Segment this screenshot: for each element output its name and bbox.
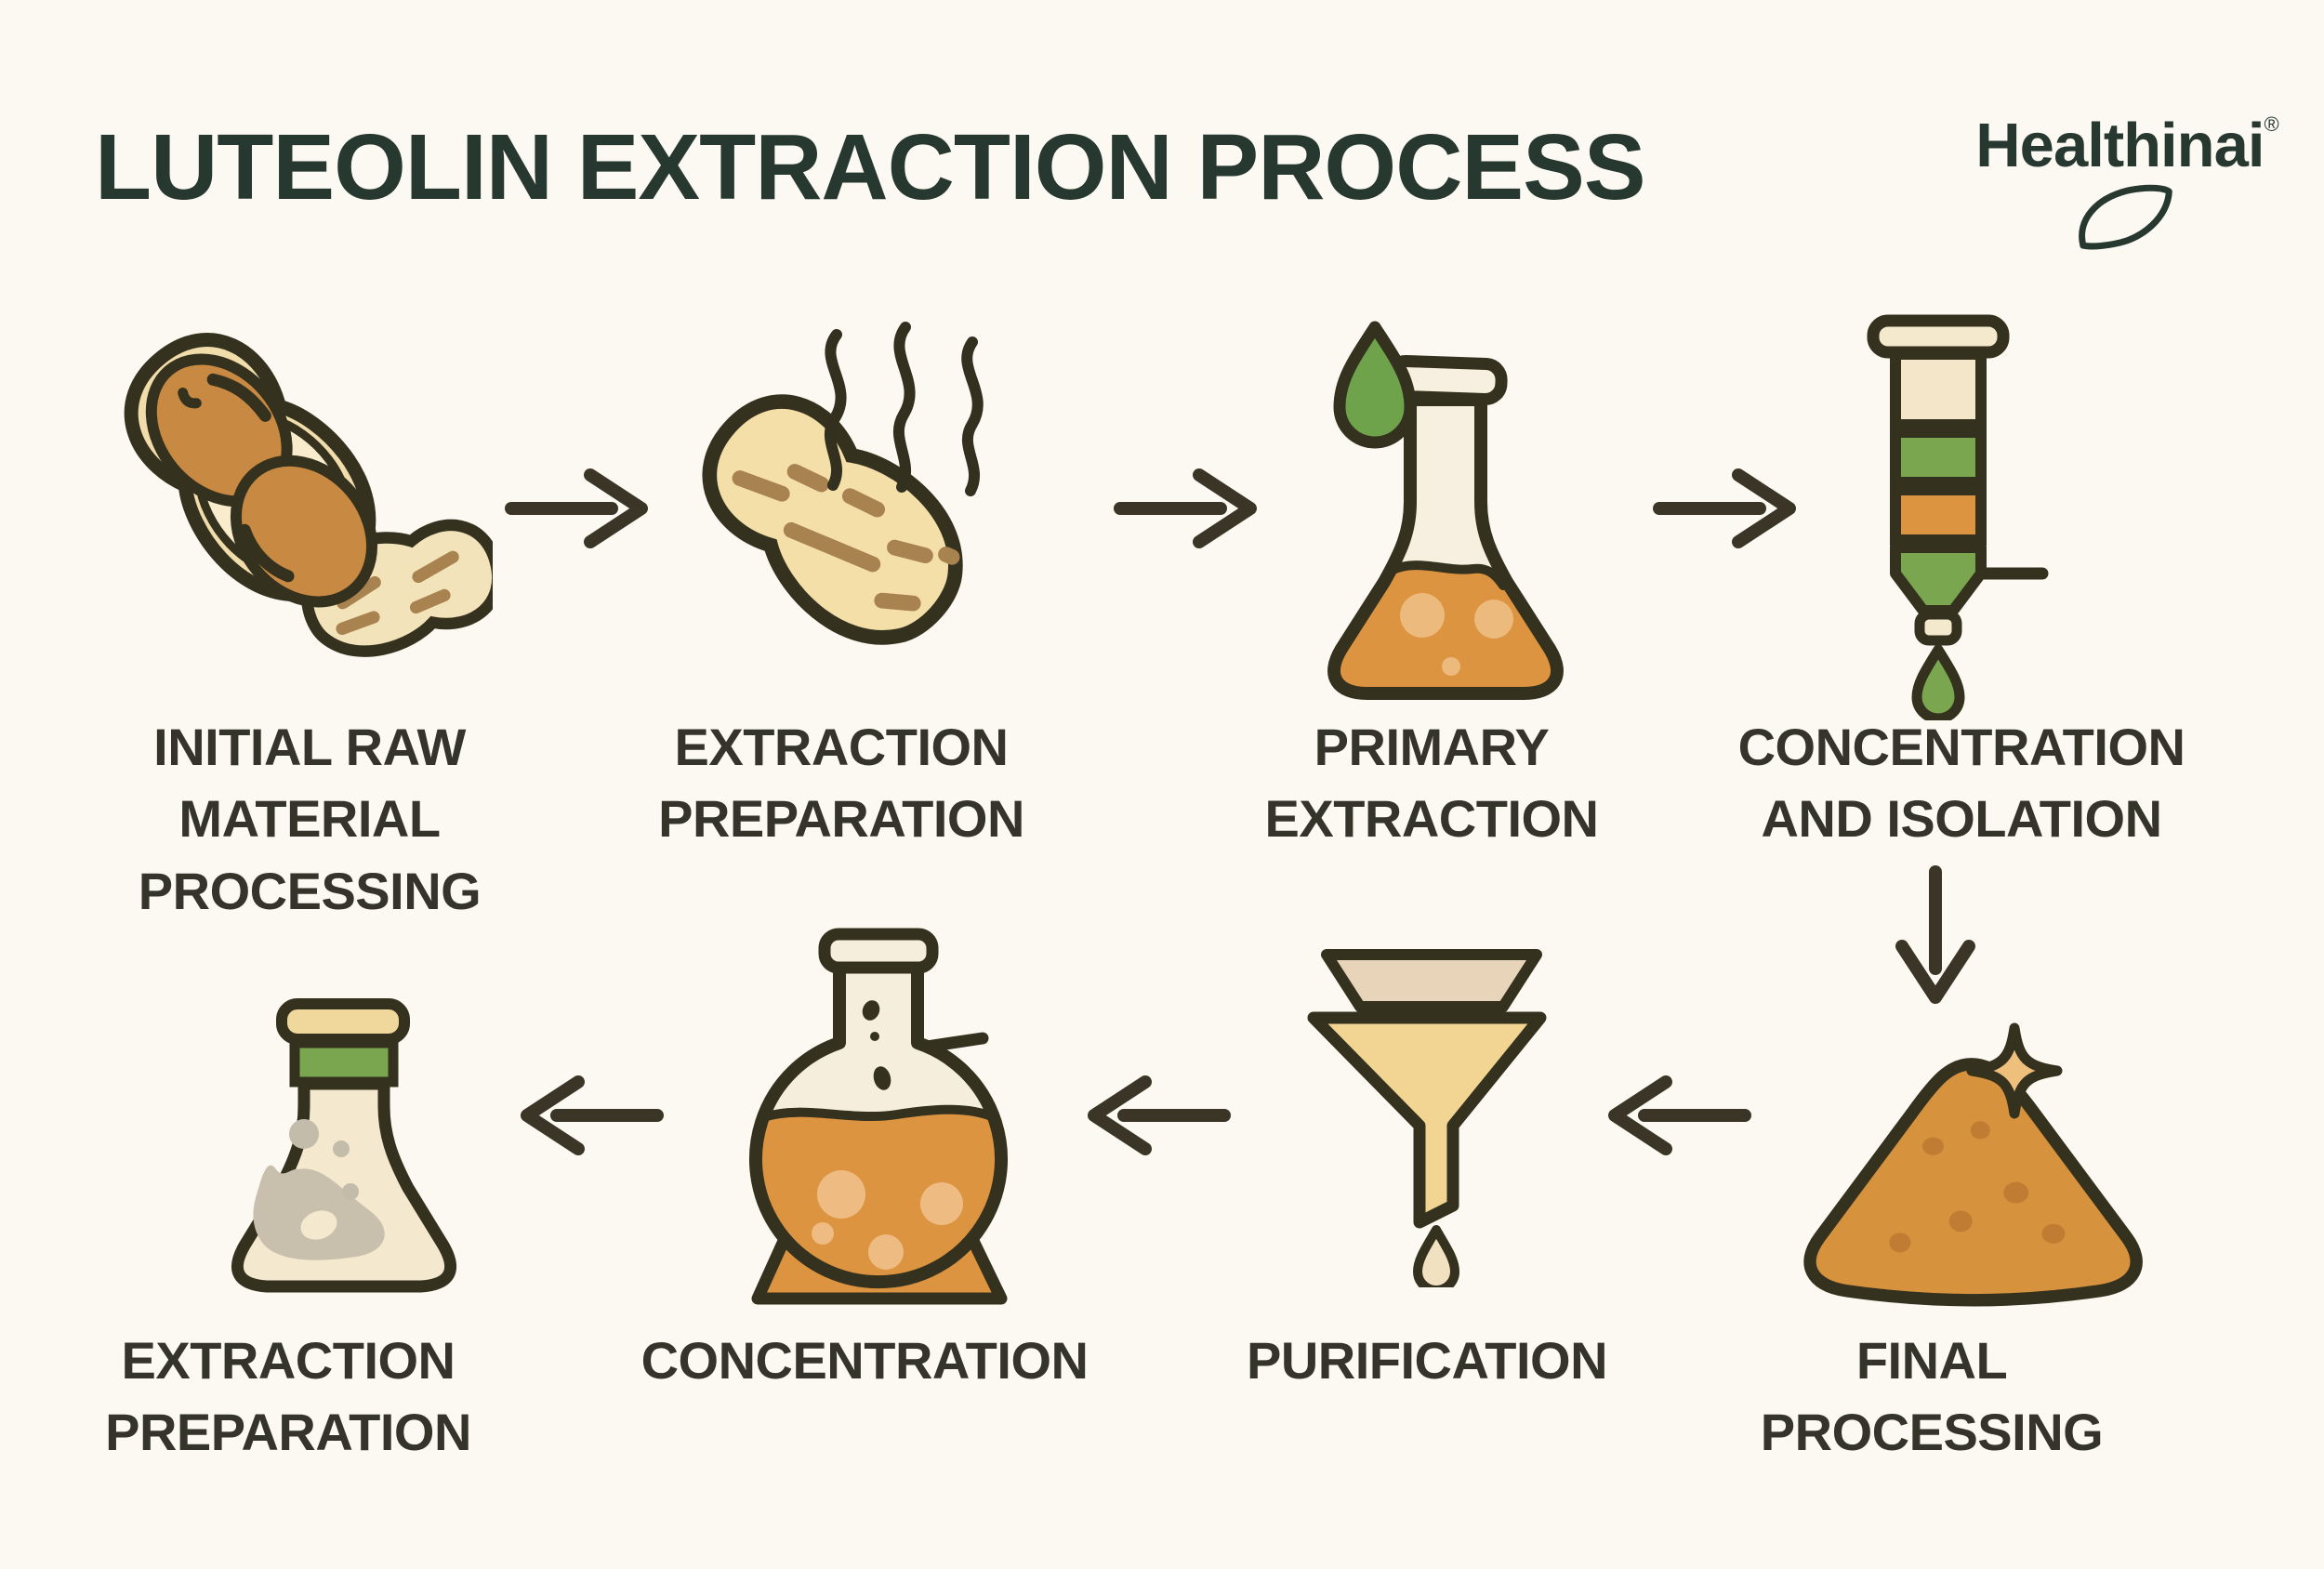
erlenmeyer-flask-green-droplet-icon bbox=[1327, 321, 1564, 700]
arrow-right-icon bbox=[1653, 468, 1796, 548]
step-label-concentration-and-isolation: CONCENTRATION AND ISOLATION bbox=[1737, 718, 2185, 849]
chromatography-column-droplet-icon bbox=[1867, 314, 2049, 720]
leaf-icon bbox=[2079, 184, 2172, 250]
step-label-primary-extraction: PRIMARY EXTRACTION bbox=[1264, 718, 1600, 849]
arrow-left-icon bbox=[1088, 1075, 1231, 1155]
step-label-final-processing: FINAL PROCESSING bbox=[1760, 1331, 2104, 1462]
brand-logo: Healthinai® bbox=[1941, 110, 2313, 252]
step-label-extraction-preparation-bottom: EXTRACTION PREPARATION bbox=[105, 1331, 471, 1462]
step-label-purification: PURIFICATION bbox=[1246, 1331, 1608, 1390]
peanuts-open-shell-icon bbox=[124, 333, 493, 657]
arrow-left-icon bbox=[521, 1075, 664, 1155]
step-label-concentration: CONCENTRATION bbox=[640, 1331, 1089, 1390]
arrow-right-icon bbox=[1114, 468, 1257, 548]
step-label-extraction-preparation-top: EXTRACTION PREPARATION bbox=[658, 718, 1024, 849]
step-label-initial-raw-material-processing: INITIAL RAW MATERIAL PROCESSING bbox=[138, 718, 482, 920]
arrow-right-icon bbox=[505, 468, 648, 548]
page-title: LUTEOLIN EXTRACTION PROCESS bbox=[95, 115, 1646, 219]
arrow-left-icon bbox=[1608, 1075, 1751, 1155]
arrow-down-icon bbox=[1895, 865, 1975, 1004]
round-bottom-flask-icon bbox=[749, 928, 1008, 1305]
brand-name: Healthinai® bbox=[1975, 111, 2278, 180]
registered-mark: ® bbox=[2264, 112, 2278, 136]
roasted-peanut-steam-icon bbox=[702, 322, 984, 645]
powder-pile-sparkle-icon bbox=[1803, 1022, 2143, 1307]
filter-funnel-droplet-icon bbox=[1307, 949, 1547, 1287]
erlenmeyer-flask-green-band-icon bbox=[231, 998, 457, 1293]
